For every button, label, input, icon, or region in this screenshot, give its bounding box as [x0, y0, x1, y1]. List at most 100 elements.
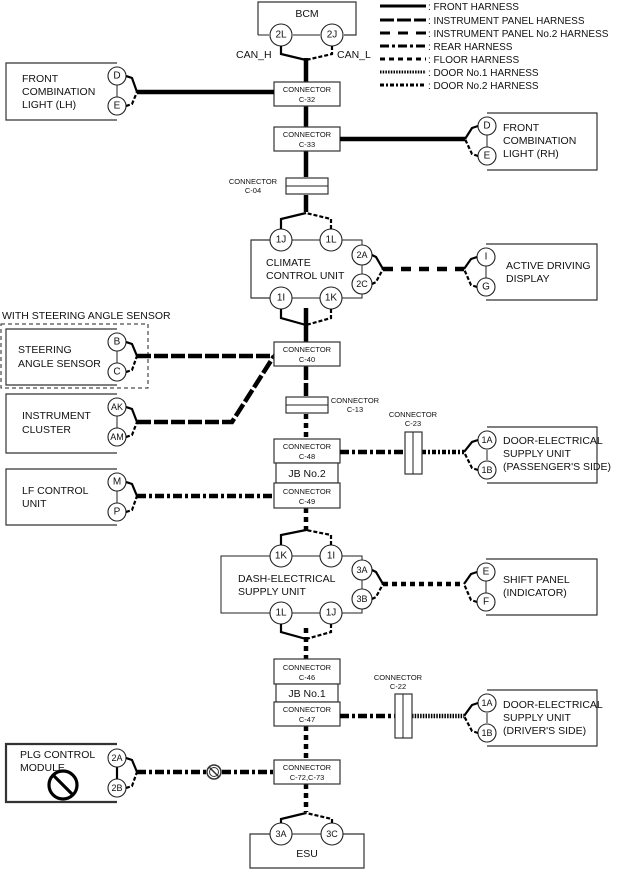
connector-word: CONNECTOR: [283, 705, 332, 714]
junction-block-2: CONNECTOR C-48 JB No.2 CONNECTOR C-49: [273, 438, 341, 509]
pin-label: 1J: [276, 235, 287, 246]
module-label: STEERING: [18, 344, 72, 356]
pin-label: E: [114, 101, 121, 112]
connector-id: C-46: [299, 673, 315, 682]
connector-c-22: CONNECTOR C-22: [374, 673, 423, 739]
connector-c-33: CONNECTOR C-33: [273, 126, 465, 152]
module-label: CONTROL UNIT: [266, 270, 345, 282]
pin-label: 3A: [356, 565, 367, 575]
pin-label: M: [113, 477, 121, 488]
legend-label: : INSTRUMENT PANEL No.2 HARNESS: [428, 29, 609, 40]
module-label: UNIT: [22, 498, 47, 510]
pin-label: 1A: [481, 435, 492, 445]
prohibited-small-icon: [206, 764, 222, 780]
module-label: (INDICATOR): [503, 587, 567, 599]
connector-word: CONNECTOR: [283, 442, 332, 451]
junction-block-1: CONNECTOR C-46 JB No.1 CONNECTOR C-47: [273, 658, 341, 727]
module-label: LF CONTROL: [22, 485, 89, 497]
pin-label: 1B: [481, 728, 492, 738]
active-driving-display: ACTIVE DRIVING DISPLAY I G: [462, 243, 598, 301]
connector-word: CONNECTOR: [389, 410, 438, 419]
jb2-label: JB No.2: [288, 468, 326, 480]
connector-id: C-72,C-73: [290, 773, 325, 782]
connector-word: CONNECTOR: [283, 345, 332, 354]
connector-c-40: CONNECTOR C-40: [273, 341, 341, 367]
module-label: FRONT: [22, 73, 59, 85]
module-label: CLIMATE: [266, 257, 311, 269]
pin-label: C: [113, 367, 120, 378]
pin-label: AK: [111, 402, 123, 412]
pin-label: 3C: [326, 829, 338, 839]
module-label: (DRIVER'S SIDE): [503, 725, 586, 737]
instrument-cluster: INSTRUMENT CLUSTER AK AM: [5, 354, 276, 454]
esu-label: ESU: [296, 848, 318, 860]
module-label: PLG CONTROL: [20, 749, 95, 761]
module-label: MODULE: [20, 762, 65, 774]
connector-word: CONNECTOR: [283, 763, 332, 772]
legend-label: : INSTRUMENT PANEL HARNESS: [428, 16, 585, 27]
connector-c-49: [273, 482, 341, 509]
pin-label: 1K: [275, 551, 288, 562]
connector-c-32: CONNECTOR C-32: [273, 81, 341, 107]
module-label: COMBINATION: [22, 86, 95, 98]
pin-label: 3A: [275, 829, 286, 839]
connector-c-48: [273, 438, 341, 464]
connector-c-04: CONNECTOR C-04: [229, 177, 329, 195]
module-label: SUPPLY UNIT: [503, 712, 571, 724]
bcm-module: BCM 2L 2J CAN_H CAN_L: [236, 1, 371, 62]
connector-id: C-47: [299, 715, 315, 724]
module-label: LIGHT (LH): [22, 99, 76, 111]
pin-label: D: [113, 71, 120, 82]
connector-id: C-49: [299, 497, 315, 506]
connector-word: CONNECTOR: [331, 396, 380, 405]
connector-id: C-48: [299, 452, 315, 461]
pin-label: 2J: [327, 30, 338, 41]
connector-c-46: [273, 658, 341, 685]
pin-label: 1J: [326, 608, 337, 619]
pin-label: 1B: [481, 465, 492, 475]
connector-word: CONNECTOR: [374, 673, 423, 682]
climate-control-unit: CLIMATE CONTROL UNIT 1J 1L 2A 2C 1I 1K: [250, 211, 464, 327]
legend: : FRONT HARNESS : INSTRUMENT PANEL HARNE…: [380, 2, 609, 92]
pin-label: F: [483, 597, 489, 608]
can-l-label: CAN_L: [337, 49, 371, 61]
pin-label: B: [114, 337, 121, 348]
pin-label: P: [114, 507, 121, 518]
pin-label: 1L: [275, 608, 287, 619]
bcm-label: BCM: [295, 8, 318, 20]
module-label: FRONT: [503, 122, 540, 134]
jb1-label: JB No.1: [288, 688, 326, 700]
connector-c-72-c-73: CONNECTOR C-72,C-73: [273, 759, 341, 785]
module-label: SUPPLY UNIT: [503, 448, 571, 460]
front-combination-light-lh: FRONT COMBINATION LIGHT (LH) D E: [5, 62, 274, 121]
module-label: LIGHT (RH): [503, 148, 559, 160]
module-label: CLUSTER: [22, 424, 71, 436]
module-label: DOOR-ELECTRICAL: [503, 699, 603, 711]
pin-label: E: [484, 151, 491, 162]
pin-label: 3B: [356, 594, 367, 604]
connector-id: C-33: [299, 140, 315, 149]
connector-word: CONNECTOR: [283, 85, 332, 94]
pin-label: 1L: [325, 235, 337, 246]
legend-label: : DOOR No.1 HARNESS: [428, 68, 539, 79]
pin-label: 1A: [481, 698, 492, 708]
connector-word: CONNECTOR: [229, 177, 278, 186]
module-label: DASH-ELECTRICAL: [238, 573, 336, 585]
legend-label: : DOOR No.2 HARNESS: [428, 81, 539, 92]
connector-c-47: [273, 701, 341, 727]
module-label: (PASSENGER'S SIDE): [503, 461, 611, 473]
pin-label: G: [482, 282, 490, 293]
connector-id: C-22: [390, 682, 406, 691]
legend-label: : FRONT HARNESS: [428, 2, 519, 13]
pin-label: E: [483, 567, 490, 578]
dash-electrical-supply-unit: DASH-ELECTRICAL SUPPLY UNIT 1K 1I 3A 3B …: [220, 528, 464, 641]
module-label: SHIFT PANEL: [503, 574, 570, 586]
connector-id: C-04: [245, 186, 261, 195]
connector-word: CONNECTOR: [283, 663, 332, 672]
module-label: ACTIVE DRIVING: [506, 260, 591, 272]
steering-angle-sensor-group: WITH STEERING ANGLE SENSOR STEERING ANGL…: [0, 310, 274, 389]
pin-label: I: [485, 252, 488, 263]
door-electrical-supply-passenger: DOOR-ELECTRICAL SUPPLY UNIT (PASSENGER'S…: [463, 426, 611, 484]
wire-cluster-c40: [137, 354, 276, 425]
pin-label: 1I: [277, 293, 285, 304]
